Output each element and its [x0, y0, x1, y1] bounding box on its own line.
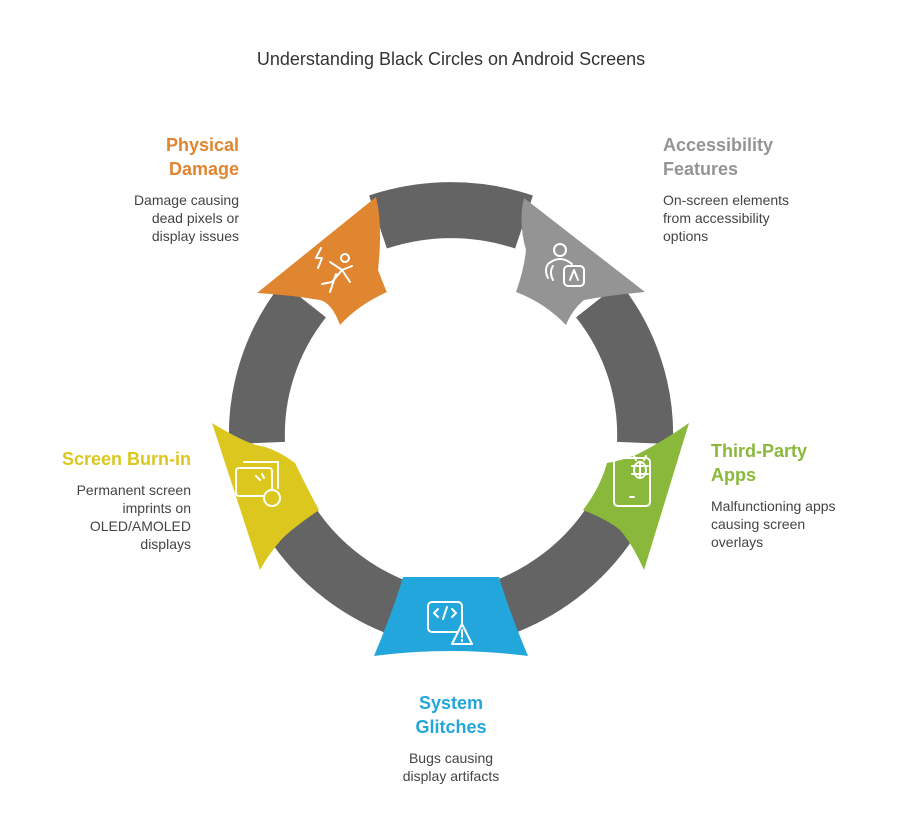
burn-in-title: Screen Burn-in [61, 449, 191, 469]
segment-system-glitches [374, 577, 528, 656]
accessibility-title: Accessibility Features [663, 135, 774, 179]
label-system-glitches: System Glitches Bugs causing display art… [341, 691, 561, 785]
label-physical-damage: Physical Damage Damage causing dead pixe… [90, 133, 239, 245]
code-warning-icon [427, 601, 473, 645]
segment-physical-damage-shape [257, 197, 388, 325]
burn-in-description: Permanent screen imprints on OLED/AMOLED… [76, 482, 191, 552]
system-glitches-title: System Glitches [415, 693, 487, 737]
third-party-title: Third-Party Apps [711, 441, 808, 485]
phone-bug-icon [613, 455, 651, 507]
segment-third-party [583, 423, 689, 570]
label-accessibility: Accessibility Features On-screen element… [663, 133, 863, 245]
third-party-description: Malfunctioning apps causing screen overl… [711, 498, 836, 550]
segment-accessibility [516, 198, 645, 325]
screen-burn-icon [235, 461, 281, 507]
diagram-title: Understanding Black Circles on Android S… [256, 49, 646, 69]
falling-person-icon [315, 247, 353, 293]
physical-damage-description: Damage causing dead pixels or display is… [133, 192, 239, 244]
ring-arc-5 [228, 282, 327, 445]
label-burn-in: Screen Burn-in Permanent screen imprints… [40, 447, 191, 553]
segment-third-party-shape [583, 423, 689, 570]
segment-physical-damage [257, 197, 388, 325]
segment-accessibility-shape [516, 198, 645, 325]
label-third-party: Third-Party Apps Malfunctioning apps cau… [711, 439, 891, 551]
physical-damage-title: Physical Damage [165, 135, 239, 179]
segment-system-glitches-shape [374, 577, 528, 656]
ring-arc-2 [575, 282, 674, 445]
accessibility-touch-icon [545, 243, 585, 287]
ring-arc-1 [369, 182, 533, 249]
system-glitches-description: Bugs causing display artifacts [402, 750, 500, 784]
ring-arc-4 [266, 504, 420, 639]
ring-arc-3 [481, 504, 636, 639]
accessibility-description: On-screen elements from accessibility op… [663, 192, 790, 244]
segment-burn-in [212, 423, 319, 570]
